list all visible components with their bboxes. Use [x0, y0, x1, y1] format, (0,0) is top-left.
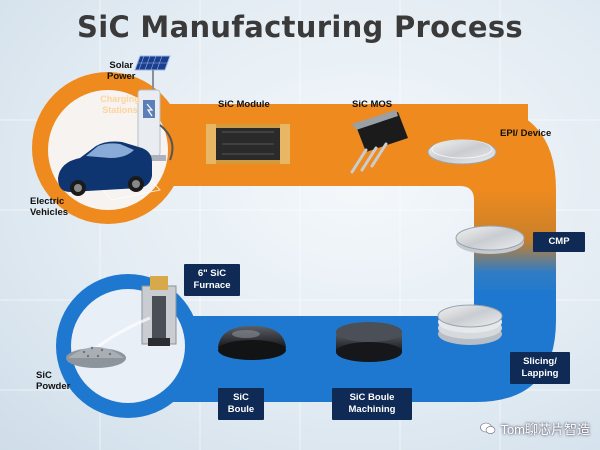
- watermark: Tom聊芯片智造: [480, 419, 590, 438]
- electric-vehicles-label: Electric Vehicles: [30, 196, 68, 218]
- sic-module-icon: [206, 124, 290, 164]
- label-line: Lapping: [521, 368, 559, 379]
- label-line: Stations: [102, 105, 138, 115]
- label-line: Charging: [100, 94, 140, 104]
- sic-powder-label: SiC Powder: [36, 370, 70, 392]
- sic-mos-label: SiC MOS: [352, 99, 393, 110]
- sic-module-label: SiC Module: [218, 99, 270, 110]
- wafer-icon: [455, 225, 525, 254]
- epi-device-label: EPI/ Device: [500, 128, 552, 139]
- boule-icon: [218, 326, 286, 360]
- sic-boule-label: SiC Boule: [218, 388, 264, 420]
- label-line: Powder: [36, 381, 71, 392]
- label-line: Furnace: [193, 280, 231, 291]
- label-line: Machining: [348, 404, 396, 415]
- electric-car-icon: [58, 141, 152, 196]
- label-line: Solar: [109, 60, 134, 71]
- charging-stations-label: Charging Stations: [96, 94, 144, 116]
- page-title: SiC Manufacturing Process: [77, 10, 523, 44]
- label-line: Boule: [227, 404, 255, 415]
- boule-icon: [336, 322, 402, 362]
- label-line: Power: [107, 71, 136, 82]
- solar-panel-icon: [134, 55, 171, 90]
- watermark-text: Tom聊芯片智造: [500, 422, 590, 437]
- powder-icon: [66, 346, 126, 368]
- sic-furnace-label: 6" SiC Furnace: [184, 264, 240, 296]
- label-line: Electric: [30, 196, 65, 207]
- slicing-lapping-label: Slicing/ Lapping: [510, 352, 570, 384]
- label-line: Vehicles: [30, 207, 69, 218]
- wafer-icon: [437, 304, 503, 345]
- furnace-icon: [141, 276, 177, 346]
- cmp-label: CMP: [533, 232, 585, 252]
- label-line: 6" SiC: [197, 268, 227, 279]
- label-line: SiC Boule: [349, 392, 395, 403]
- sic-boule-machining-label: SiC Boule Machining: [332, 388, 412, 420]
- sic-mos-icon: [350, 110, 408, 174]
- label-line: Slicing/: [523, 356, 557, 367]
- label-line: SiC: [233, 392, 249, 403]
- label-line: SiC: [36, 370, 52, 381]
- solar-power-label: Solar Power: [107, 60, 136, 82]
- wechat-icon: [480, 422, 496, 434]
